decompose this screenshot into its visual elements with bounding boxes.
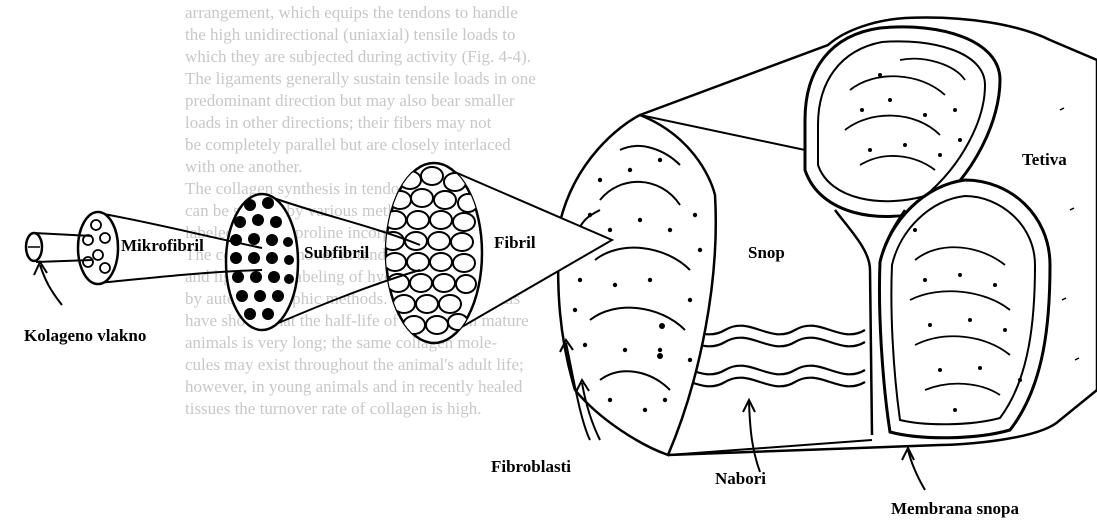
label-fibril: Fibril (494, 233, 536, 252)
bg-line: predominant direction but may also bear … (185, 91, 515, 110)
label-mikrofibril: Mikrofibril (121, 236, 204, 255)
bg-line: be completely parallel but are closely i… (185, 135, 511, 154)
label-subfibril: Subfibril (304, 243, 369, 262)
bg-line: with one another. (185, 157, 303, 176)
bg-line: cules may exist throughout the animal's … (185, 355, 524, 374)
bg-line: loads in other directions; their fibers … (185, 113, 492, 132)
bg-line: which they are subjected during activity… (185, 47, 531, 66)
label-fibroblasti: Fibroblasti (491, 457, 571, 476)
tendon-right-fascicle (879, 180, 1050, 438)
bg-line: the high unidirectional (uniaxial) tensi… (185, 25, 515, 44)
label-kolageno-vlakno: Kolageno vlakno (24, 326, 146, 345)
label-membrana-snopa: Membrana snopa (891, 499, 1019, 518)
label-nabori: Nabori (715, 469, 766, 488)
bg-line: tissues the turnover rate of collagen is… (185, 399, 481, 418)
bg-line: The ligaments generally sustain tensile … (185, 69, 536, 88)
bg-line: arrangement, which equips the tendons to… (185, 3, 518, 22)
label-tetiva: Tetiva (1022, 150, 1067, 169)
label-snop: Snop (748, 243, 785, 262)
bg-line: however, in young animals and in recentl… (185, 377, 523, 396)
